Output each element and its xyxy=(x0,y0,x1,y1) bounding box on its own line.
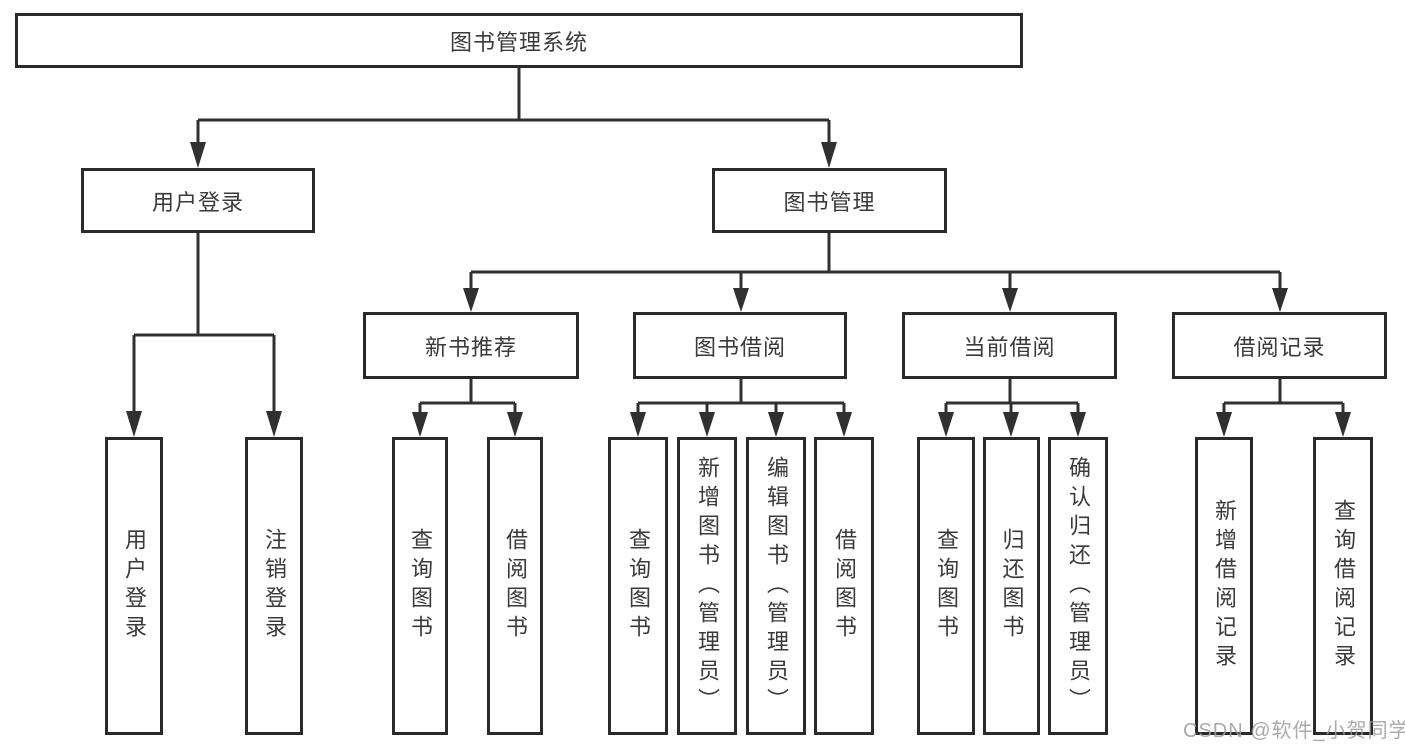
node-label: 当前借阅 xyxy=(963,334,1056,360)
node-label: 新增借阅记录 xyxy=(1212,499,1237,673)
node-label: 查询图书 xyxy=(626,528,651,644)
leaf-add-borrow-record: 新增借阅记录 xyxy=(1195,437,1253,735)
csdn-watermark: CSDN @软件_小贺同学 xyxy=(1183,720,1405,742)
node-label: 编辑图书（管理员） xyxy=(764,455,789,717)
leaf-borrow-books-recommend: 借阅图书 xyxy=(487,437,543,735)
node-new-book-recommend: 新书推荐 xyxy=(363,312,579,379)
node-label: 新增图书（管理员） xyxy=(695,455,720,717)
node-borrowing-records: 借阅记录 xyxy=(1172,312,1387,379)
node-label: 借阅图书 xyxy=(503,528,528,644)
node-label: 借阅图书 xyxy=(832,528,857,644)
leaf-user-login: 用户登录 xyxy=(105,437,163,735)
node-system-root: 图书管理系统 xyxy=(15,13,1023,68)
node-book-management: 图书管理 xyxy=(712,168,947,233)
node-current-borrowing: 当前借阅 xyxy=(902,312,1117,379)
node-label: 查询图书 xyxy=(934,528,959,644)
node-label: 注销登录 xyxy=(262,528,287,644)
node-book-borrowing: 图书借阅 xyxy=(633,312,847,379)
node-label: 确认归还（管理员） xyxy=(1066,455,1091,717)
node-label: 查询图书 xyxy=(408,528,433,644)
node-label: 图书借阅 xyxy=(693,334,786,360)
node-label: 归还图书 xyxy=(999,528,1025,644)
leaf-query-books-recommend: 查询图书 xyxy=(392,437,448,735)
leaf-query-books-current: 查询图书 xyxy=(917,437,975,735)
leaf-return-books: 归还图书 xyxy=(983,437,1040,735)
node-label: 新书推荐 xyxy=(424,334,517,360)
node-label: 用户登录 xyxy=(122,528,147,644)
leaf-borrow-books: 借阅图书 xyxy=(814,437,874,735)
node-label: 用户登录 xyxy=(151,189,244,215)
node-user-login: 用户登录 xyxy=(81,168,315,233)
leaf-query-books-borrow: 查询图书 xyxy=(608,437,668,735)
leaf-confirm-return-admin: 确认归还（管理员） xyxy=(1048,437,1108,735)
leaf-logout: 注销登录 xyxy=(245,437,303,735)
node-label: 图书管理 xyxy=(783,189,876,215)
leaf-add-books-admin: 新增图书（管理员） xyxy=(677,437,737,735)
node-label: 借阅记录 xyxy=(1233,334,1326,360)
node-label: 查询借阅记录 xyxy=(1331,499,1356,673)
node-label: 图书管理系统 xyxy=(449,29,588,55)
leaf-query-borrow-record: 查询借阅记录 xyxy=(1313,437,1373,735)
leaf-edit-books-admin: 编辑图书（管理员） xyxy=(746,437,806,735)
